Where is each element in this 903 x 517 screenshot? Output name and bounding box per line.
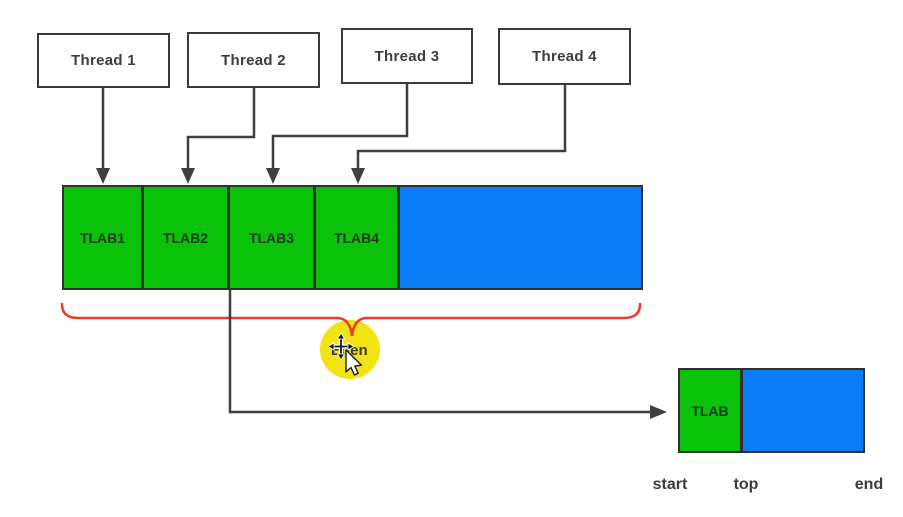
tlab-detail-used: TLAB	[680, 370, 743, 451]
free-space-segment	[400, 187, 641, 288]
tlab3-segment: TLAB3	[230, 187, 316, 288]
tlab-detail-box: TLAB	[678, 368, 865, 453]
tlab-detail-arrowhead	[650, 405, 667, 419]
top-pointer-label: top	[733, 476, 759, 493]
thread-3-label: Thread 3	[374, 47, 440, 65]
thread-2-label: Thread 2	[221, 51, 286, 69]
tlab-detail-arrow	[228, 290, 651, 414]
tlab1-segment: TLAB1	[64, 187, 144, 288]
thread-1-label: Thread 1	[71, 52, 136, 69]
thread-2-arrowhead	[181, 168, 195, 184]
eden-label: Eden	[331, 342, 368, 359]
thread-2-arrow	[186, 88, 256, 169]
thread-2-box: Thread 2	[187, 32, 320, 88]
tlab4-label: TLAB4	[333, 229, 380, 246]
tlab3-label: TLAB3	[248, 229, 295, 246]
thread-3-arrowhead	[266, 168, 280, 184]
thread-3-arrow	[271, 84, 409, 169]
thread-1-box: Thread 1	[37, 33, 170, 88]
thread-4-arrow	[356, 85, 567, 169]
tlab-detail-label: TLAB	[691, 402, 729, 419]
tlab2-segment: TLAB2	[144, 187, 230, 288]
tlab1-label: TLAB1	[79, 229, 126, 246]
thread-4-box: Thread 4	[498, 28, 631, 85]
tlab2-label: TLAB2	[162, 229, 209, 246]
tlab-detail-free	[743, 370, 863, 451]
thread-3-box: Thread 3	[341, 28, 473, 84]
thread-4-arrowhead	[351, 168, 365, 184]
tlab4-segment: TLAB4	[316, 187, 400, 288]
start-pointer-label: start	[652, 476, 688, 493]
thread-4-label: Thread 4	[532, 48, 597, 65]
eden-heap-bar: TLAB1 TLAB2 TLAB3 TLAB4	[62, 185, 643, 290]
end-pointer-label: end	[854, 476, 884, 493]
thread-1-arrowhead	[96, 168, 110, 184]
